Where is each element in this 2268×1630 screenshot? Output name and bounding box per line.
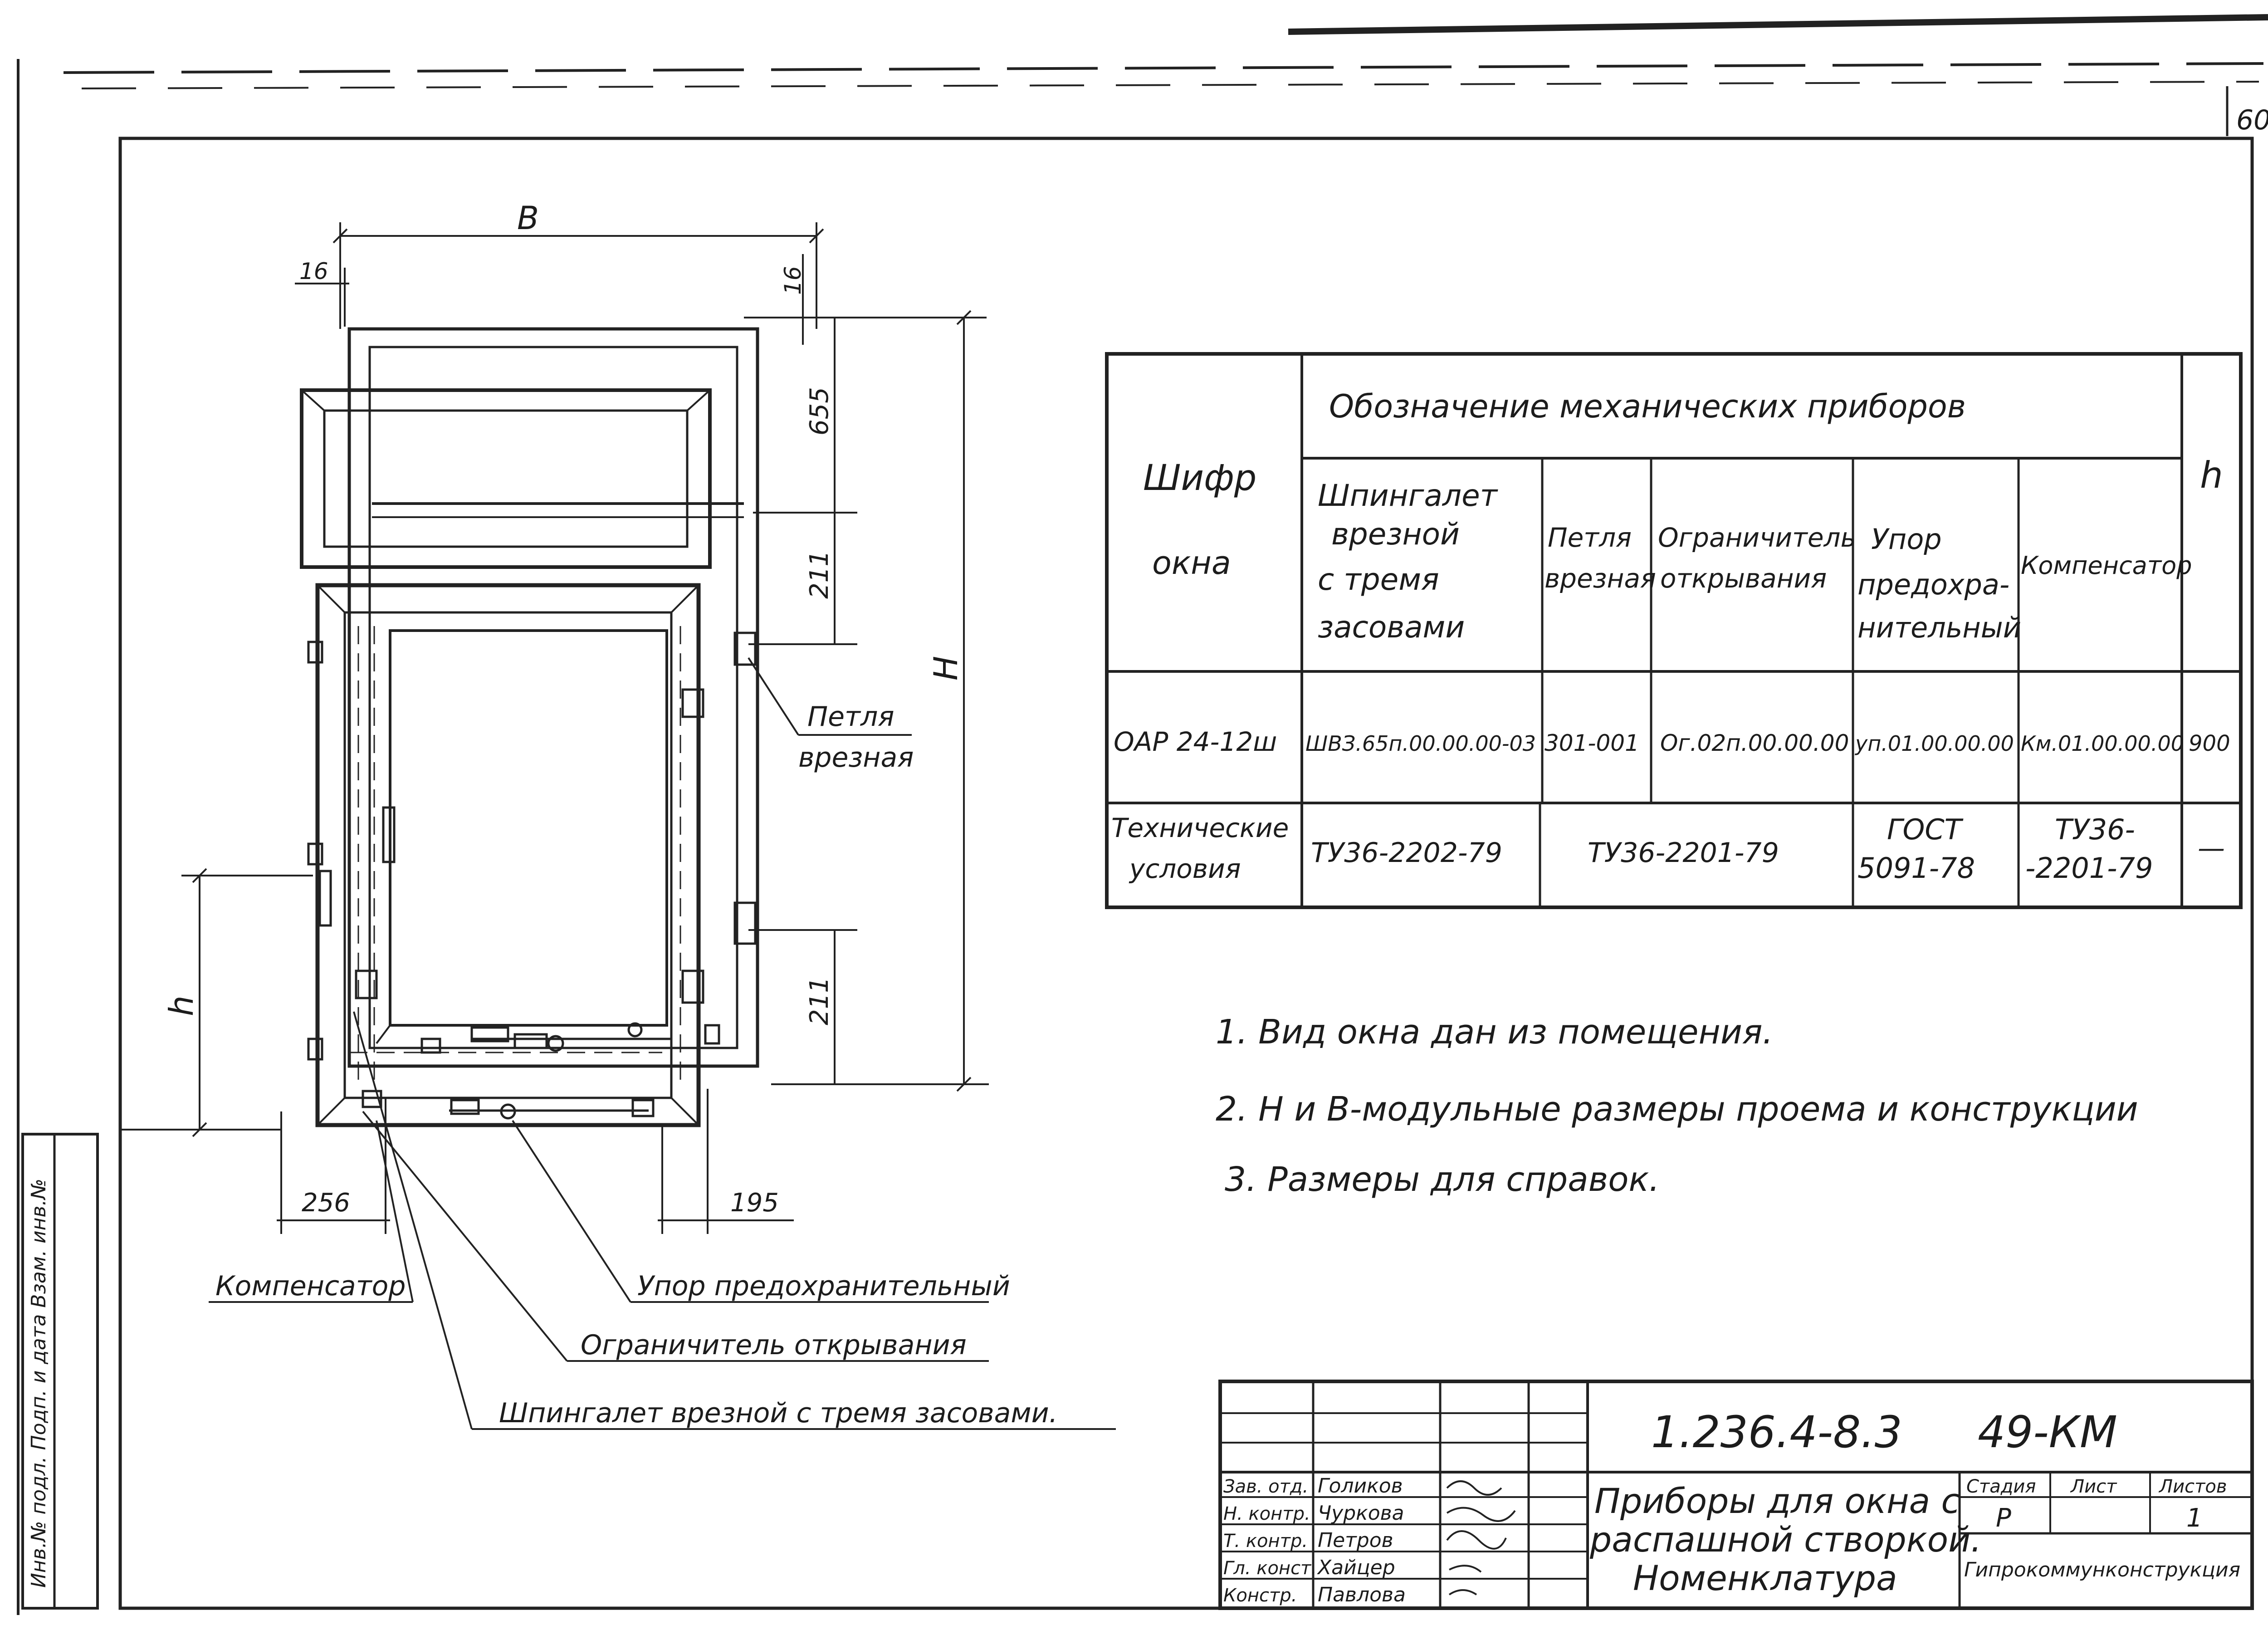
dim-16-left-label: 16 bbox=[299, 258, 328, 284]
role-4: Гл. конст. bbox=[1223, 1558, 1317, 1579]
callout-limiter: Ограничитель открывания bbox=[581, 1329, 967, 1361]
table-r1-latch: ШВЗ.65п.00.00.00-03 bbox=[1305, 731, 1536, 756]
callout-safety-stop: Упор предохранительный bbox=[637, 1270, 1010, 1302]
dim-655-label: 655 bbox=[805, 387, 834, 436]
table-r2-stop-1: ГОСТ bbox=[1887, 813, 1964, 846]
sheets-label: Листов bbox=[2158, 1476, 2227, 1497]
drawing-frame bbox=[118, 137, 2254, 1610]
dim-211-bottom-label: 211 bbox=[805, 977, 834, 1025]
title-block bbox=[1218, 1380, 2254, 1610]
role-1: Зав. отд. bbox=[1223, 1476, 1308, 1497]
callout-hinge-line2: врезная bbox=[798, 742, 914, 773]
table-col-limiter-2: открывания bbox=[1660, 563, 1827, 594]
table-r1-stop: уп.01.00.00.00 bbox=[1854, 731, 2014, 756]
table-col-limiter-1: Ограничитель bbox=[1658, 522, 1856, 553]
table-col-hinge-1: Петля bbox=[1548, 522, 1632, 553]
note-2: 2. Н и В-модульные размеры проема и конс… bbox=[1216, 1090, 2138, 1129]
note-3: 3. Размеры для справок. bbox=[1225, 1160, 1660, 1199]
window-elevation bbox=[300, 327, 759, 1127]
doc-title-line2: распашной створкой. bbox=[1589, 1519, 1982, 1560]
table-col-comp: Компенсатор bbox=[2021, 551, 2192, 580]
dimension-lines bbox=[120, 222, 989, 1234]
doc-code: 1.236.4-8.3 bbox=[1651, 1407, 1902, 1458]
table-col-h: h bbox=[2200, 454, 2223, 496]
name-4: Хайцер bbox=[1317, 1556, 1395, 1579]
table-r2-hinge-limiter: ТУ36-2201-79 bbox=[1588, 837, 1779, 869]
table-col-stop-2: предохра- bbox=[1857, 568, 2009, 601]
organization: Гипрокоммунконструкция bbox=[1964, 1558, 2240, 1581]
callout-hinge-line1: Петля bbox=[807, 701, 894, 733]
table-r2-stop-2: 5091-78 bbox=[1857, 852, 1975, 885]
doc-title-line3: Номенклатура bbox=[1633, 1558, 1897, 1598]
page-number: 60 bbox=[2236, 104, 2268, 136]
note-1: 1. Вид окна дан из помещения. bbox=[1216, 1013, 1773, 1052]
table-r1-hinge: 301-001 bbox=[1545, 730, 1639, 756]
table-col-hinge-2: врезная bbox=[1545, 563, 1656, 594]
dim-h-total-label: H bbox=[927, 656, 965, 680]
name-1: Голиков bbox=[1318, 1474, 1403, 1498]
table-col-group: Обозначение механических приборов bbox=[1329, 388, 1966, 425]
dim-211-top-label: 211 bbox=[805, 550, 834, 599]
callout-leaders bbox=[209, 657, 1116, 1430]
callout-compensator: Компенсатор bbox=[215, 1270, 406, 1302]
role-2: Н. контр. bbox=[1223, 1503, 1310, 1524]
table-r1-h: 900 bbox=[2189, 731, 2230, 756]
stage-label: Стадия bbox=[1966, 1476, 2036, 1497]
dim-h-label: h bbox=[162, 995, 200, 1016]
table-r1-code: ОАР 24-12ш bbox=[1114, 726, 1277, 757]
table-col-stop-1: Упор bbox=[1871, 523, 1942, 556]
table-col-latch-2: врезной bbox=[1331, 517, 1460, 552]
table-r2-code-1: Технические bbox=[1111, 813, 1289, 843]
table-r2-h: — bbox=[2198, 832, 2225, 864]
sheet-top-edge bbox=[17, 14, 2268, 1615]
table-col-latch-3: с тремя bbox=[1318, 562, 1439, 597]
table-col-code-2: окна bbox=[1152, 544, 1231, 582]
name-2: Чуркова bbox=[1318, 1502, 1404, 1525]
role-5: Констр. bbox=[1223, 1585, 1297, 1606]
sheet-code: 49-КМ bbox=[1978, 1407, 2117, 1458]
role-3: Т. контр. bbox=[1223, 1531, 1308, 1552]
name-3: Петров bbox=[1318, 1529, 1393, 1552]
dim-16-right-label: 16 bbox=[780, 266, 806, 295]
table-r2-code-2: условия bbox=[1129, 853, 1241, 884]
callout-latch: Шпингалет врезной с тремя засовами. bbox=[499, 1397, 1058, 1429]
table-r1-limiter: Ог.02п.00.00.00 bbox=[1660, 730, 1849, 756]
side-stamp-text: Инв.№ подл. Подп. и дата Взам. инв.№ bbox=[27, 1179, 50, 1588]
dim-b-label: B bbox=[517, 200, 539, 237]
table-col-stop-3: нительный bbox=[1857, 611, 2021, 644]
table-col-latch-1: Шпингалет bbox=[1318, 478, 1499, 513]
table-r1-comp: Км.01.00.00.00 bbox=[2021, 731, 2184, 756]
table-col-latch-4: засовами bbox=[1318, 610, 1465, 645]
table-r2-comp-2: -2201-79 bbox=[2025, 852, 2153, 885]
side-stamp: Инв.№ подл. Подп. и дата Взам. инв.№ bbox=[21, 1133, 99, 1610]
dim-256-label: 256 bbox=[302, 1188, 350, 1218]
dim-195-label: 195 bbox=[730, 1188, 779, 1218]
doc-title-line1: Приборы для окна с bbox=[1594, 1481, 1960, 1521]
sheets-value: 1 bbox=[2186, 1503, 2203, 1533]
table-col-code-1: Шифр bbox=[1143, 458, 1256, 499]
stage-value: Р bbox=[1996, 1503, 2011, 1533]
spec-table bbox=[1105, 352, 2243, 909]
name-5: Павлова bbox=[1318, 1583, 1406, 1606]
sheet-label: Лист bbox=[2070, 1476, 2117, 1497]
table-r2-comp-1: ТУ36- bbox=[2055, 813, 2135, 846]
table-r2-latch: ТУ36-2202-79 bbox=[1311, 837, 1502, 869]
